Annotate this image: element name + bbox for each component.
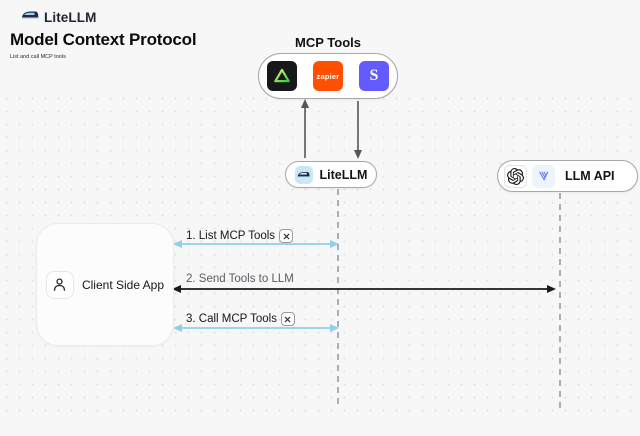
litellm-node-label: LiteLLM — [319, 167, 368, 182]
stripe-letter: S — [369, 67, 379, 84]
brand: LiteLLM — [21, 8, 96, 26]
mcp-tools-box: zapier S — [258, 53, 398, 99]
triangle-tool-icon — [267, 61, 297, 91]
person-icon — [45, 270, 74, 299]
message-send-tools-to-llm: 2. Send Tools to LLM — [186, 273, 294, 285]
tools-icon — [280, 312, 295, 326]
tools-icon — [279, 229, 294, 243]
page-subtitle: List and call MCP tools — [10, 54, 66, 60]
llm-api-node-label: LLM API — [565, 169, 615, 183]
message-1-text: 1. List MCP Tools — [186, 230, 276, 242]
message-call-mcp-tools: 3. Call MCP Tools — [186, 312, 295, 326]
zapier-wordmark: zapier — [316, 71, 340, 81]
brand-name: LiteLLM — [44, 9, 97, 25]
llm-provider-icon — [532, 164, 555, 188]
page-title: Model Context Protocol — [10, 30, 197, 49]
litellm-node: LiteLLM — [285, 161, 377, 188]
litellm-train-icon — [294, 165, 313, 184]
mcp-tools-label: MCP Tools — [295, 35, 361, 50]
stripe-icon: S — [359, 61, 389, 91]
litellm-train-icon — [21, 8, 39, 26]
llm-api-node: LLM API — [497, 160, 638, 192]
message-list-mcp-tools: 1. List MCP Tools — [186, 229, 294, 243]
client-side-app-node: Client Side App — [36, 223, 174, 346]
openai-icon — [504, 164, 527, 188]
client-side-app-label: Client Side App — [81, 277, 165, 292]
zapier-icon: zapier — [313, 61, 343, 91]
message-2-text: 2. Send Tools to LLM — [186, 273, 294, 285]
message-3-text: 3. Call MCP Tools — [186, 313, 277, 325]
